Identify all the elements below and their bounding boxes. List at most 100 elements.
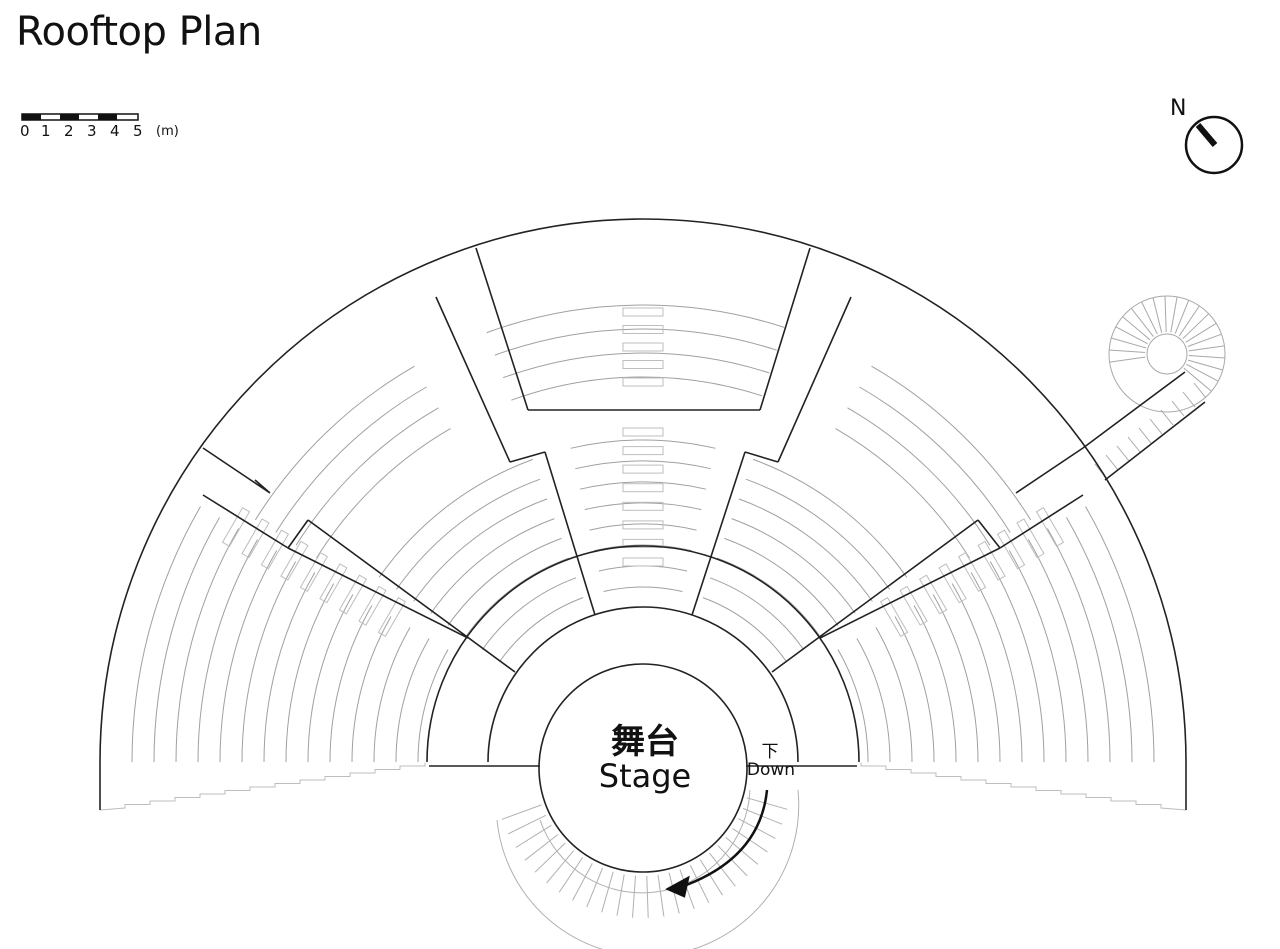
stair-tread: [746, 797, 788, 810]
scale-tick-3: 3: [87, 122, 97, 140]
aisle-step: [299, 551, 329, 593]
aisle-step: [622, 360, 664, 369]
seat-row-left: [417, 649, 449, 763]
seat-row-right: [1085, 506, 1155, 763]
stair-tread: [709, 852, 736, 887]
aisle-step: [622, 483, 664, 493]
spiral-tread: [1111, 337, 1147, 349]
aisle-step: [622, 427, 664, 437]
seat-row-right: [1046, 528, 1111, 763]
seat-row-upper: [486, 304, 785, 334]
seat-row-mid-left: [395, 478, 541, 590]
stage-circle: [538, 663, 748, 873]
aisle-step: [899, 585, 928, 626]
seat-row-left: [307, 594, 354, 763]
seat-row-upper-right: [847, 407, 991, 546]
aisle-step: [996, 529, 1026, 570]
stepped-edge-left: [99, 762, 426, 811]
seat-row-left: [219, 550, 278, 763]
seat-row-left: [285, 583, 335, 763]
seat-row-right: [856, 638, 891, 763]
aisle-step: [957, 551, 987, 593]
aisle-left-lower: [287, 519, 516, 673]
stair-tread: [725, 837, 759, 865]
bridge-tread: [1171, 400, 1185, 417]
spiral-tread: [1188, 345, 1225, 352]
spiral-staircase: [1094, 295, 1226, 480]
spiral-tread: [1174, 300, 1190, 334]
aisle-step: [622, 307, 664, 317]
seat-row-mid-right: [724, 537, 839, 626]
scale-tick-4: 4: [110, 122, 120, 140]
aisle-step: [938, 563, 967, 604]
seat-row-upper-left: [295, 407, 439, 546]
spiral-tread: [1115, 326, 1148, 345]
seat-row-right: [913, 605, 957, 763]
seat-row-mid-left: [464, 557, 569, 638]
seat-row-mid-left: [481, 577, 577, 650]
seat-row-center: [603, 586, 683, 592]
seat-row-center: [570, 439, 716, 449]
stair-tread: [501, 804, 542, 820]
stair-inner: [539, 789, 751, 894]
seat-row-center: [575, 460, 711, 470]
bridge-tread: [1105, 454, 1119, 471]
seat-row-mid-left: [413, 498, 548, 602]
spiral-tread: [1188, 355, 1225, 359]
seat-row-center: [579, 481, 707, 490]
bridge-tread: [1138, 427, 1152, 444]
aisle-center-right: [744, 247, 852, 463]
stair-tread: [586, 867, 603, 908]
aisle-step: [1016, 518, 1045, 559]
stair-tread: [657, 874, 665, 917]
aisle-step: [622, 501, 664, 511]
spiral-tread: [1178, 305, 1200, 337]
aisle-center-lower: [544, 451, 746, 616]
aisle-step: [241, 518, 270, 559]
stair-tread: [601, 871, 614, 913]
scale-tick-0: 0: [20, 122, 30, 140]
bridge-tread: [1149, 418, 1163, 435]
seat-row-left: [329, 605, 373, 763]
aisle-step: [977, 540, 1006, 581]
seat-row-mid-right: [702, 597, 787, 662]
seat-row-mid-right: [709, 577, 805, 650]
spiral-tread: [1152, 297, 1163, 333]
stage-back-wall: [487, 606, 799, 763]
inner-wall: [426, 545, 860, 763]
stair-tread: [546, 850, 574, 884]
aisle-step: [622, 342, 664, 352]
seat-row-center: [584, 502, 702, 511]
seat-row-upper-right: [835, 428, 970, 559]
spiral-tread: [1186, 363, 1219, 382]
seat-row-mid-left: [447, 537, 562, 626]
aisle-step: [358, 585, 387, 626]
seat-row-left: [373, 627, 411, 763]
structure-walls: [99, 218, 1206, 810]
seat-row-right: [1008, 550, 1067, 763]
scale-tick-5: 5: [133, 122, 143, 140]
seat-row-right: [837, 649, 869, 763]
seat-row-upper-left: [316, 428, 451, 559]
stair-tread: [507, 814, 547, 835]
seat-row-upper-right: [871, 365, 1032, 521]
bridge-tread: [1127, 436, 1141, 453]
seat-row-right: [932, 594, 979, 763]
stair-tread: [679, 869, 695, 910]
seat-row-mid-left: [378, 458, 534, 578]
aisle-step: [879, 596, 909, 638]
aisle-step: [1035, 506, 1065, 548]
seat-row-left: [395, 638, 430, 763]
outer-wall: [99, 218, 1187, 763]
seat-row-upper: [494, 328, 777, 356]
spiral-tread: [1164, 295, 1167, 333]
spiral-tread: [1109, 349, 1146, 353]
stair-tread: [572, 863, 593, 901]
aisle-steps: [99, 307, 1187, 811]
scale-unit: (m): [156, 124, 179, 139]
stage-label-chinese: 舞台: [611, 722, 679, 762]
aisle-step: [622, 464, 664, 474]
stair-tread: [632, 875, 636, 918]
seat-row-center: [589, 523, 697, 531]
